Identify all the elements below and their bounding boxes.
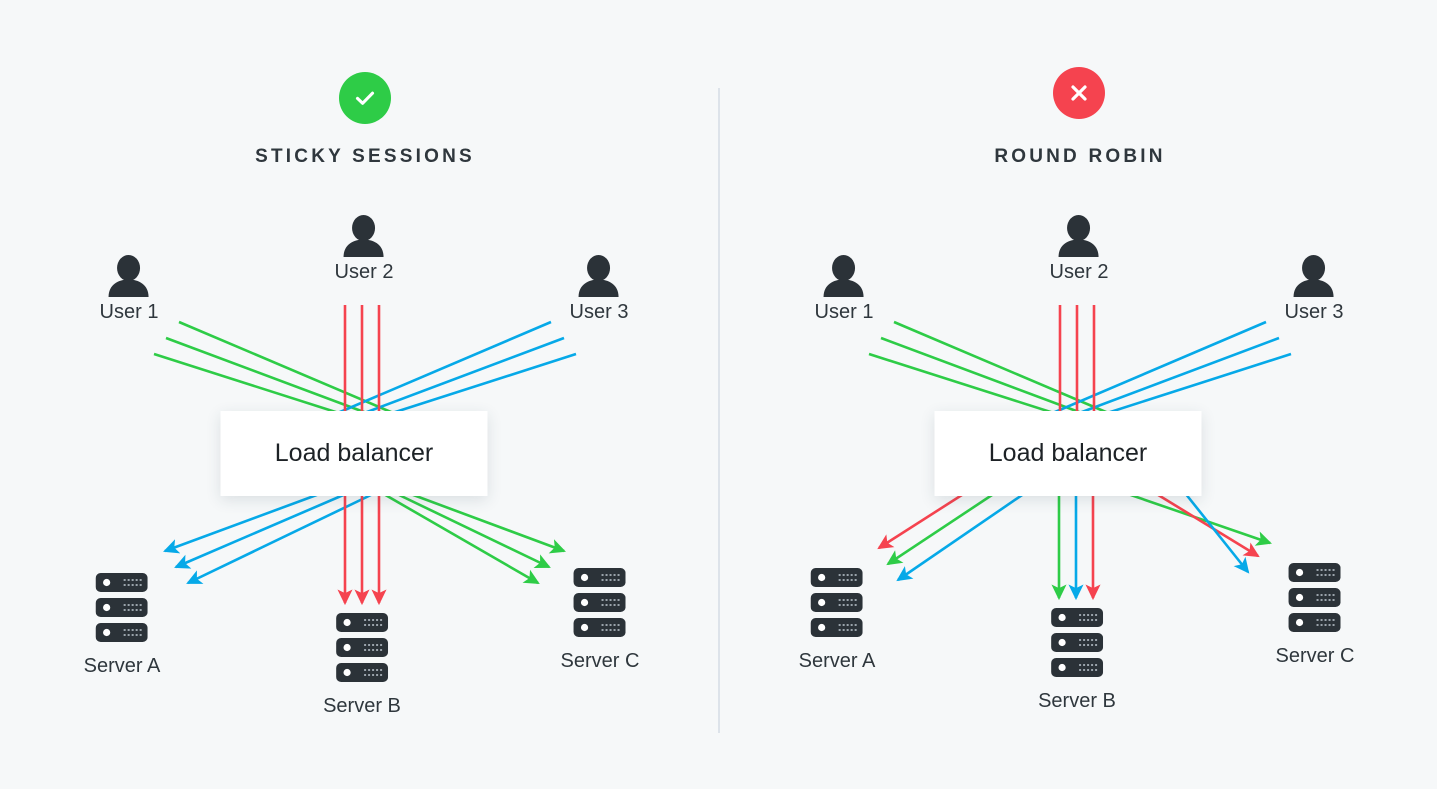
user-icon bbox=[815, 255, 874, 297]
flow-user3-to-lb bbox=[1047, 320, 1292, 417]
user-node-2: User 2 bbox=[1049, 215, 1109, 284]
server-icon bbox=[84, 573, 161, 643]
flow-lb-to-server-c bbox=[1124, 491, 1272, 574]
server-label: Server C bbox=[560, 650, 640, 672]
server-icon bbox=[561, 568, 640, 638]
server-label: Server B bbox=[1038, 690, 1116, 712]
server-node-c: Server C bbox=[1275, 563, 1355, 668]
server-node-a: Server A bbox=[798, 568, 876, 673]
server-node-b: Server B bbox=[1038, 608, 1116, 713]
user-label: User 2 bbox=[1049, 261, 1109, 283]
status-badge-success bbox=[339, 72, 391, 124]
load-balancer-label: Load balancer bbox=[274, 439, 434, 467]
panel-sticky-sessions: STICKY SESSIONS User 1 User 2 bbox=[83, 72, 640, 718]
server-node-c: Server C bbox=[560, 568, 640, 673]
user-label: User 3 bbox=[569, 301, 629, 323]
server-icon bbox=[799, 568, 876, 638]
user-node-3: User 3 bbox=[569, 255, 629, 324]
user-node-3: User 3 bbox=[1284, 255, 1344, 324]
server-icon bbox=[1038, 608, 1116, 678]
user-icon bbox=[1050, 215, 1109, 257]
server-icon bbox=[323, 613, 401, 683]
flow-lb-to-server-c bbox=[381, 491, 566, 585]
server-label: Server B bbox=[323, 695, 401, 717]
panel-round-robin: ROUND ROBIN User 1 User 2 bbox=[719, 0, 1437, 789]
server-label: Server A bbox=[83, 655, 161, 677]
flow-lb-to-server-b bbox=[337, 493, 387, 606]
user-label: User 2 bbox=[334, 261, 394, 283]
user-icon bbox=[335, 215, 394, 257]
server-node-b: Server B bbox=[323, 613, 401, 718]
user-icon bbox=[100, 255, 159, 297]
user-icon bbox=[570, 255, 629, 297]
flow-user2-to-lb bbox=[1058, 305, 1096, 415]
user-label: User 1 bbox=[99, 301, 159, 323]
load-balancer-label: Load balancer bbox=[988, 439, 1148, 467]
user-label: User 3 bbox=[1284, 301, 1344, 323]
user-node-1: User 1 bbox=[814, 255, 874, 324]
server-icon bbox=[1276, 563, 1355, 633]
panel-title-round-robin: ROUND ROBIN bbox=[994, 146, 1166, 167]
server-node-a: Server A bbox=[83, 573, 161, 678]
flow-lb-to-server-b bbox=[1051, 493, 1101, 601]
flow-lb-to-server-a bbox=[163, 491, 376, 585]
server-label: Server A bbox=[798, 650, 876, 672]
server-label: Server C bbox=[1275, 645, 1355, 667]
user-node-2: User 2 bbox=[334, 215, 394, 284]
panel-divider bbox=[718, 88, 720, 733]
flow-user3-to-lb bbox=[332, 320, 577, 417]
flow-lb-to-server-a bbox=[877, 491, 1026, 582]
panel-title-sticky-sessions: STICKY SESSIONS bbox=[255, 146, 475, 167]
load-balancer-box-sticky: Load balancer bbox=[220, 411, 488, 496]
flow-user2-to-lb bbox=[343, 305, 381, 415]
user-label: User 1 bbox=[814, 301, 874, 323]
load-balancer-box-round-robin: Load balancer bbox=[934, 411, 1202, 496]
user-node-1: User 1 bbox=[99, 255, 159, 324]
status-badge-error bbox=[1053, 67, 1105, 119]
user-icon bbox=[1285, 255, 1344, 297]
